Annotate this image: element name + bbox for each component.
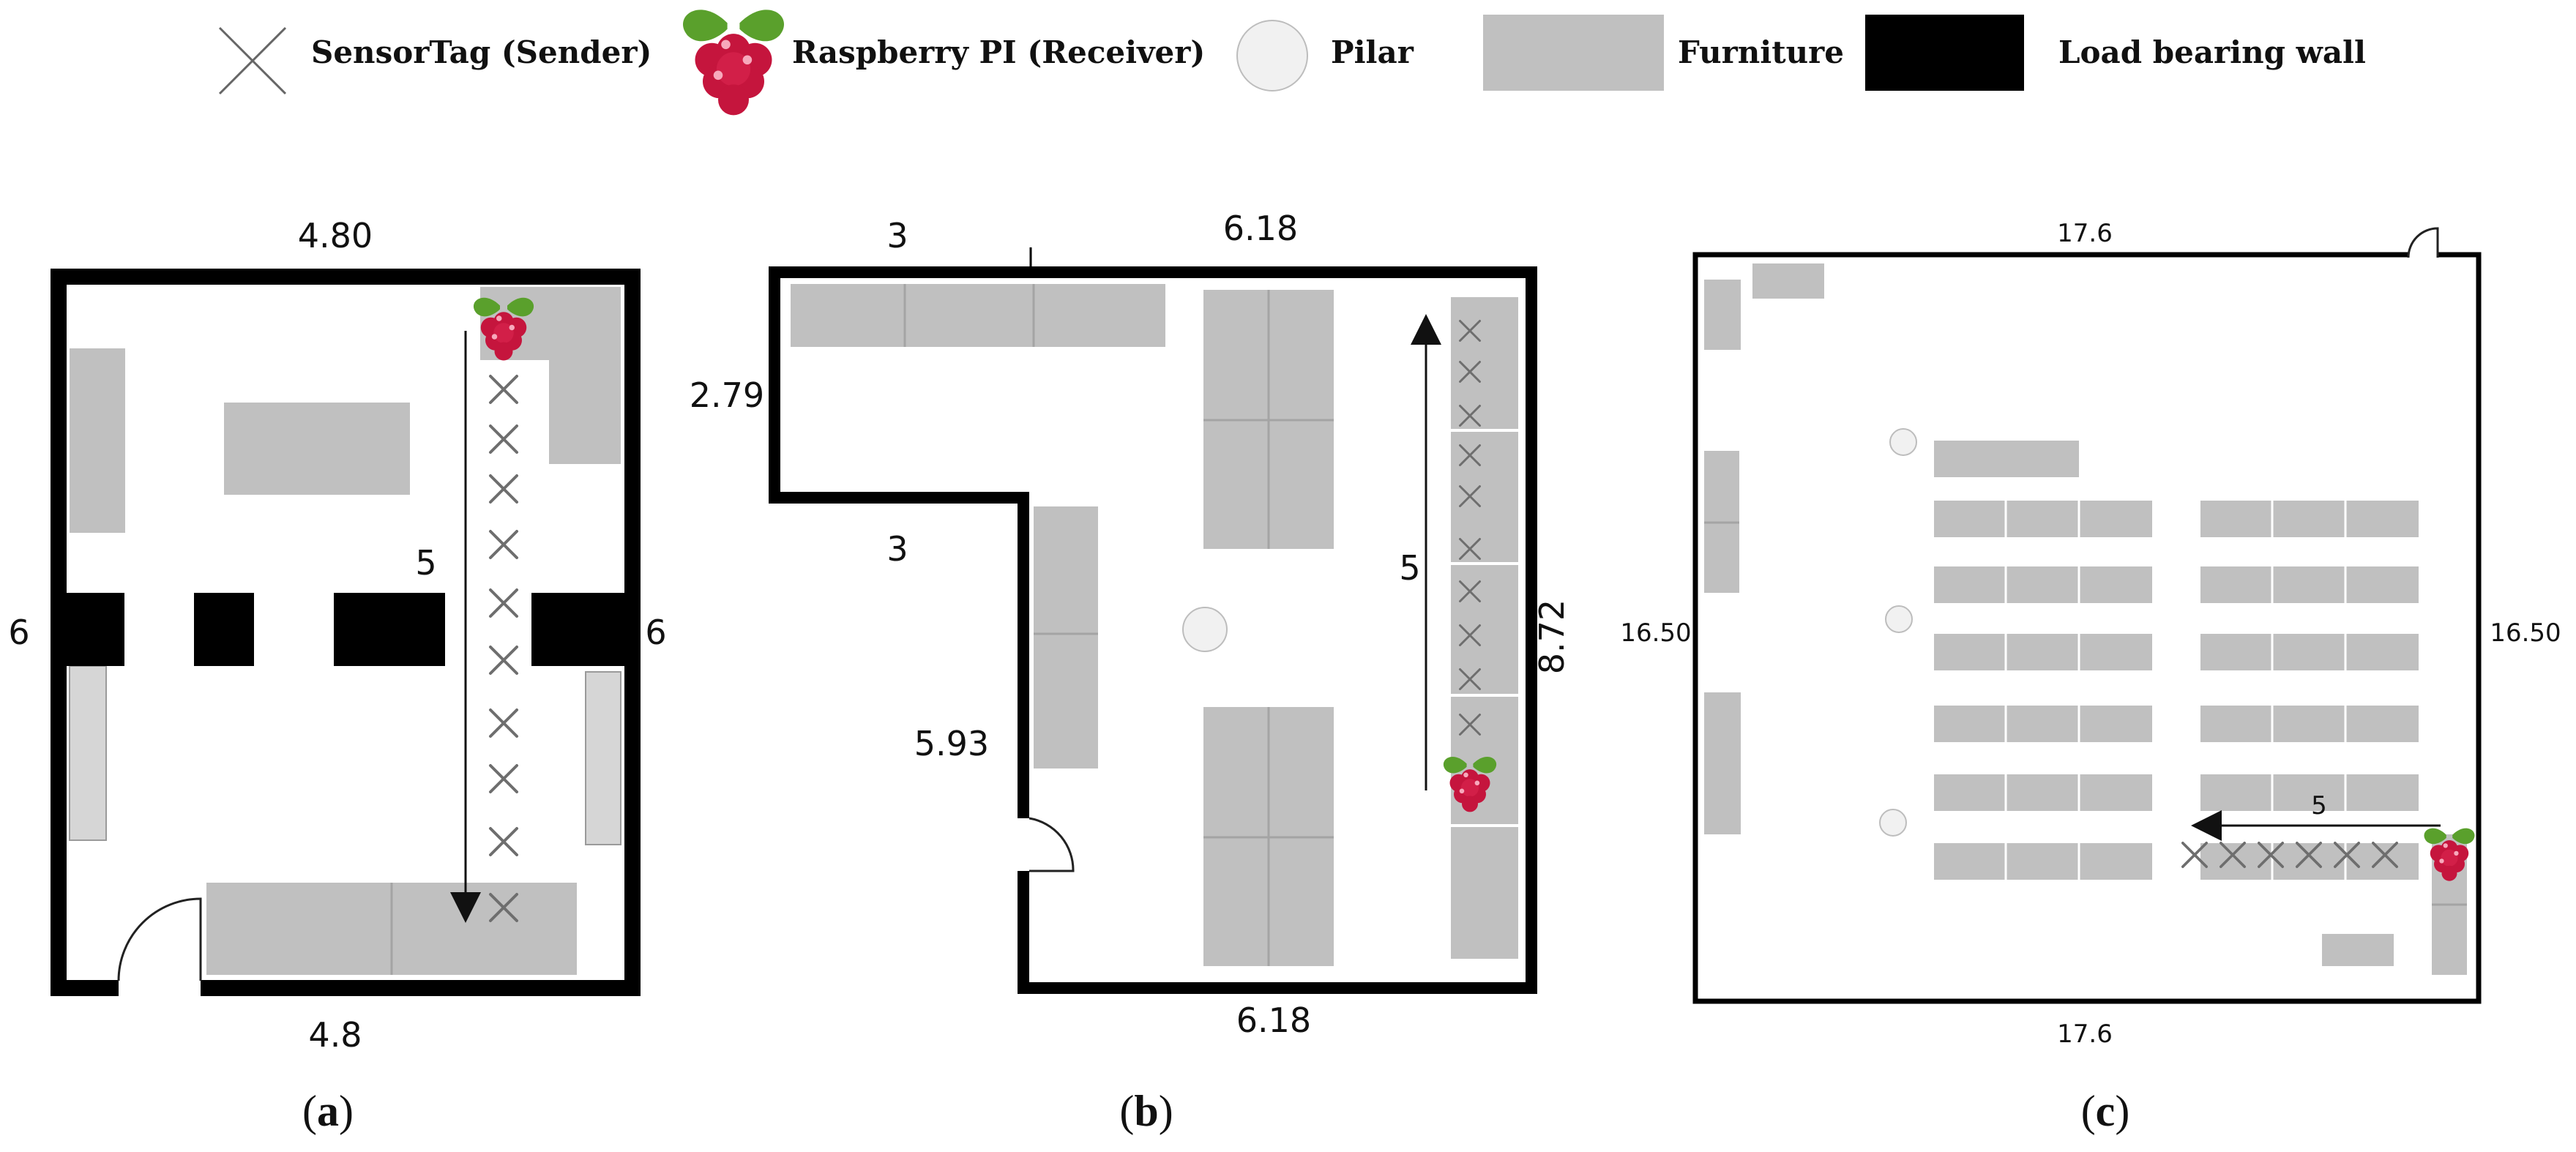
panel-c-right-dim: 16.50 [2490,618,2561,648]
panel-b-left-upper-dim: 2.79 [690,375,764,415]
panel-c-left-dim: 16.50 [1620,618,1691,648]
panel-b-right-dim: 8.72 [1532,599,1572,674]
panel-a-furniture [224,403,410,495]
panel-b-bottom-dim: 6.18 [1236,1000,1311,1040]
panel-a-path-length: 5 [415,543,436,583]
panel-b-room [769,266,1537,994]
panel-c-pillar [1885,605,1913,633]
panel-b-pillar [1182,607,1228,652]
panel-a: 5 4.80 4.8 6 6 (a) [8,216,666,1135]
panel-c-pillar [1889,428,1917,456]
panel-a-load-wall [531,593,625,666]
panel-a-furniture [69,665,107,841]
panel-a-bottom-dim: 4.8 [308,1015,362,1055]
panel-c-desk-rows [1934,501,2419,880]
panel-c-path-length: 5 [2311,791,2327,820]
panel-b-top-left-dim: 3 [886,216,908,255]
legend-raspberry-label: Raspberry PI (Receiver) [792,34,1205,70]
panel-a-load-wall [194,593,254,666]
panel-a-right-dim: 6 [645,613,666,652]
panel-c-furniture [1704,692,1741,834]
panel-a-furniture [70,348,125,533]
legend-wall-label: Load bearing wall [2058,34,2366,70]
panel-c-furniture [1752,263,1824,299]
panel-b-furniture [1034,506,1098,768]
legend-sensortag-label: SensorTag (Sender) [311,34,652,70]
sensortag-legend-icon [218,26,287,95]
panel-c-door [2407,227,2439,258]
panel-a-caption: (a) [302,1087,354,1135]
panel-c-furniture [2322,934,2394,966]
panel-b-caption: (b) [1119,1087,1173,1135]
legend-furniture-label: Furniture [1678,34,1844,70]
pillar-legend-icon [1236,20,1308,91]
panel-b-furniture [1451,297,1518,959]
panel-c-furniture [1704,280,1741,350]
panel-c-furniture [1934,441,2079,477]
furniture-legend-swatch [1483,15,1664,91]
panel-b-path-length: 5 [1399,548,1420,588]
panel-a-top-dim: 4.80 [298,216,373,255]
panel-c-top-dim: 17.6 [2057,219,2113,248]
legend-pilar-label: Pilar [1331,34,1414,70]
panel-c: 5 17.6 17.6 16.50 16.50 (c) [1620,219,2561,1135]
legend: SensorTag (Sender) Raspberry PI (Receive… [218,10,2366,116]
panel-a-load-wall [334,593,445,666]
panel-a-load-wall [61,593,124,666]
panel-a-furniture [585,671,621,845]
panel-a-door [117,897,202,981]
panel-c-caption: (c) [2081,1087,2130,1135]
panel-c-bottom-dim: 17.6 [2057,1020,2113,1049]
wall-legend-swatch [1865,15,2024,91]
raspberry-legend-icon [682,10,785,116]
panel-b-inner-top-dim: 3 [886,529,908,569]
panel-b-door [1028,817,1075,872]
panel-b-top-right-dim: 6.18 [1223,209,1298,248]
panel-b-inner-left-dim: 5.93 [914,724,989,763]
panel-b: 5 3 6.18 2.79 3 5.93 8.72 6.18 (b) [690,209,1572,1135]
panel-c-room [1692,252,2482,1004]
panel-a-left-dim: 6 [8,613,29,652]
panel-b-furniture [791,284,1165,347]
panel-c-pillar [1879,809,1907,837]
